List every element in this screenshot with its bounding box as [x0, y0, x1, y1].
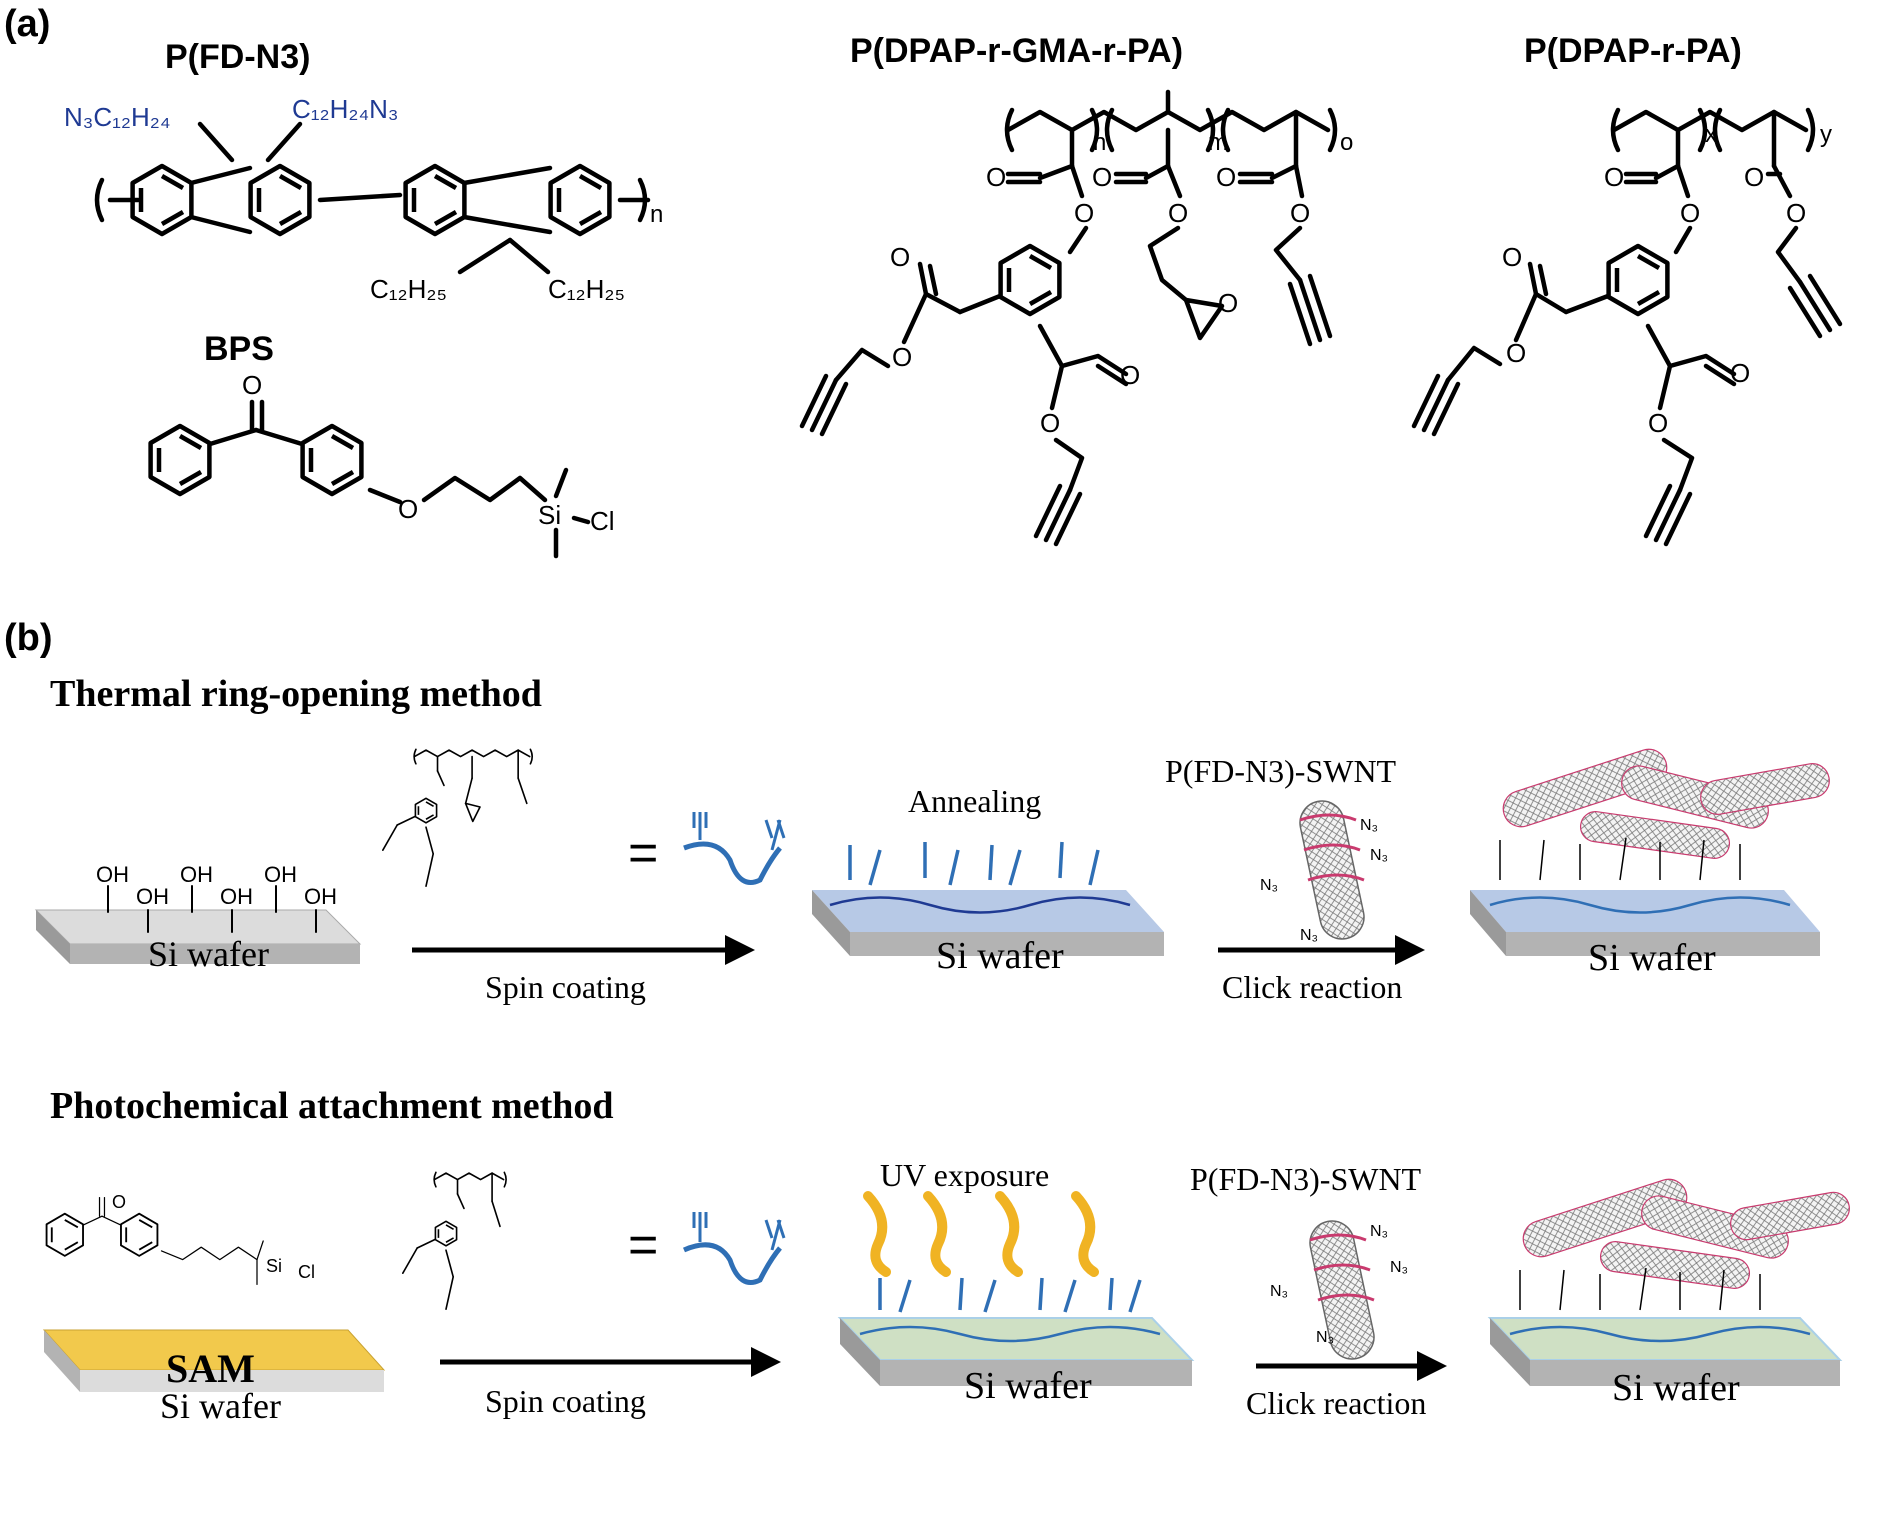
- photo-method-row: Photochemical attachment method O Si Cl …: [42, 1085, 1850, 1426]
- thermal-step1: Spin coating: [485, 969, 646, 1005]
- photo-bps-structure: [45, 1196, 264, 1286]
- photo-bps-o: O: [112, 1192, 126, 1212]
- photo-azide-label: N₃: [1270, 1283, 1288, 1300]
- thermal-method-row: Thermal ring-opening method Si wafer OH …: [34, 673, 1830, 1005]
- uv-exposure-label: UV exposure: [880, 1157, 1049, 1193]
- oh-label: OH: [96, 862, 129, 887]
- pgma-o-1: O: [986, 162, 1006, 192]
- thermal-title: Thermal ring-opening method: [50, 673, 542, 715]
- photo-azide-label: N₃: [1370, 1223, 1388, 1240]
- photo-polymer-cartoon: [682, 1212, 786, 1285]
- ppa-o-7: O: [1744, 162, 1764, 192]
- ppa-o-1: O: [1604, 162, 1624, 192]
- oh-label: OH: [136, 884, 169, 909]
- pgma-o-4: O: [892, 342, 912, 372]
- panel-b-label: (b): [4, 617, 53, 659]
- pfd-chain-left: N₃C₁₂H₂₄: [64, 102, 171, 132]
- sam-label: SAM: [166, 1346, 255, 1391]
- oh-label: OH: [304, 884, 337, 909]
- photo-bare-wafer-label: Si wafer: [160, 1386, 281, 1426]
- pfd-chain-right: C₁₂H₂₄N₃: [292, 94, 399, 124]
- thermal-step2: Click reaction: [1222, 969, 1402, 1005]
- photo-step2: Click reaction: [1246, 1385, 1426, 1421]
- bps-title: BPS: [204, 330, 274, 368]
- thermal-annealed-wafer: Annealing Si wafer: [812, 783, 1164, 977]
- oh-label: OH: [180, 862, 213, 887]
- ppa-o-8: O: [1786, 198, 1806, 228]
- pgma-o-3: O: [890, 242, 910, 272]
- pgma-o-6: O: [1040, 408, 1060, 438]
- thermal-polymer-structure: [381, 748, 534, 888]
- photo-equals: =: [628, 1216, 658, 1274]
- ppa-o-2: O: [1680, 198, 1700, 228]
- photo-azide-label: N₃: [1390, 1259, 1408, 1276]
- pfd-chain-bottom-left: C₁₂H₂₅: [370, 274, 447, 304]
- pdap-gma-pa-title: P(DPAP-r-GMA-r-PA): [850, 32, 1183, 70]
- pfd-n3-structure: P(FD-N3) N₃C₁₂H₂₄ C₁₂H₂₄N₃ C₁₂H₂₅ C₁₂H₂₅…: [64, 38, 663, 304]
- thermal-bare-wafer-label: Si wafer: [148, 934, 269, 974]
- thermal-bare-wafer: Si wafer OH OH OH OH OH OH: [34, 862, 362, 974]
- pdap-pa-structure: P(DPAP-r-PA) x y O O O O O O: [1411, 32, 1843, 547]
- ppa-o-5: O: [1730, 358, 1750, 388]
- thermal-azide-label: N₃: [1360, 817, 1378, 834]
- pgma-sub-o: o: [1340, 129, 1353, 156]
- thermal-final-wafer: Si wafer: [1470, 748, 1830, 979]
- pgma-o-10: O: [1290, 198, 1310, 228]
- bps-carbonyl-o: O: [242, 370, 262, 400]
- pgma-o-5: O: [1120, 360, 1140, 390]
- photo-uv-wafer: UV exposure Si wafer: [837, 1157, 1195, 1407]
- photo-swnt-icon: N₃ N₃ N₃ N₃: [1270, 1220, 1408, 1360]
- thermal-azide-label: N₃: [1370, 847, 1388, 864]
- pgma-sub-m: m: [1208, 129, 1228, 156]
- pgma-o-2: O: [1074, 198, 1094, 228]
- ppa-sub-y: y: [1820, 121, 1832, 148]
- ppa-sub-x: x: [1705, 121, 1717, 148]
- oh-label: OH: [264, 862, 297, 887]
- photo-final-wafer: Si wafer: [1487, 1178, 1850, 1409]
- pfd-chain-bottom-right: C₁₂H₂₅: [548, 274, 625, 304]
- bps-structure: BPS O O Si Cl: [151, 330, 615, 559]
- photo-step1: Spin coating: [485, 1383, 646, 1419]
- ppa-o-4: O: [1506, 338, 1526, 368]
- pdap-pa-title: P(DPAP-r-PA): [1524, 32, 1742, 70]
- photo-polymer-structure: [401, 1171, 507, 1311]
- pgma-o-8: O: [1168, 198, 1188, 228]
- pfd-n3-title: P(FD-N3): [165, 38, 310, 76]
- photo-title: Photochemical attachment method: [50, 1085, 614, 1127]
- pdap-gma-pa-structure: P(DPAP-r-GMA-r-PA) n m o O O O O: [799, 32, 1353, 547]
- bps-ether-o: O: [398, 494, 418, 524]
- thermal-final-wafer-label: Si wafer: [1588, 937, 1716, 979]
- pfd-sub-n: n: [650, 201, 663, 228]
- uv-wafer-label: Si wafer: [964, 1365, 1092, 1407]
- photo-bps-cl: Cl: [298, 1262, 315, 1282]
- thermal-azide-label: N₃: [1260, 877, 1278, 894]
- bps-si: Si: [538, 500, 561, 530]
- thermal-swnt-icon: N₃ N₃ N₃ N₃: [1260, 800, 1388, 944]
- pgma-o-9: O: [1216, 162, 1236, 192]
- thermal-equals: =: [628, 824, 658, 882]
- thermal-azide-label: N₃: [1300, 927, 1318, 944]
- ppa-o-3: O: [1502, 242, 1522, 272]
- photo-final-wafer-label: Si wafer: [1612, 1367, 1740, 1409]
- thermal-reagent: P(FD-N3)-SWNT: [1165, 753, 1397, 789]
- panel-a-label: (a): [4, 3, 50, 45]
- annealed-wafer-label: Si wafer: [936, 935, 1064, 977]
- ppa-o-6: O: [1648, 408, 1668, 438]
- photo-azide-label: N₃: [1316, 1329, 1334, 1346]
- pgma-o-7: O: [1092, 162, 1112, 192]
- photo-bps-si: Si: [266, 1256, 282, 1276]
- pgma-sub-n: n: [1093, 129, 1106, 156]
- pgma-epoxide-o: O: [1218, 288, 1238, 318]
- photo-reagent: P(FD-N3)-SWNT: [1190, 1161, 1422, 1197]
- thermal-polymer-cartoon: [683, 812, 786, 885]
- photo-sam-wafer: SAM Si wafer: [42, 1329, 386, 1426]
- bps-cl: Cl: [590, 506, 615, 536]
- oh-label: OH: [220, 884, 253, 909]
- annealing-label: Annealing: [908, 783, 1041, 819]
